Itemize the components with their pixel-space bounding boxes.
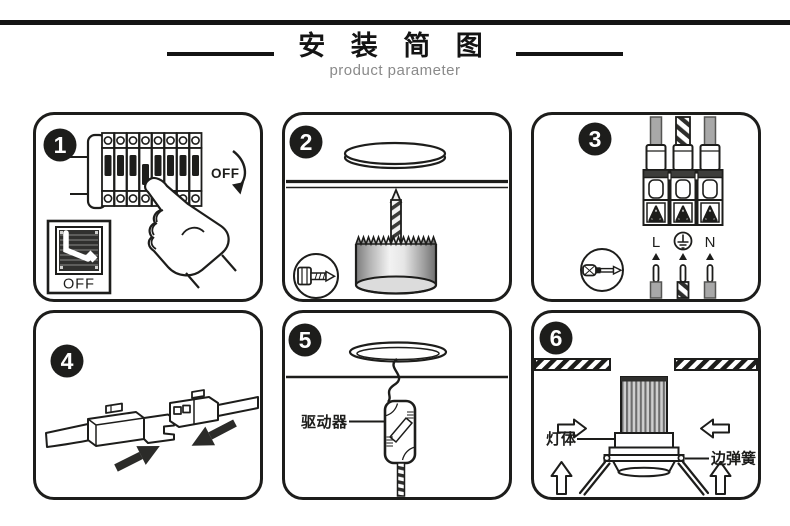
step5-illustration: 5: [286, 323, 508, 497]
lamp-body-label: 灯体: [546, 430, 577, 448]
ceiling-cutout-disc: [343, 141, 447, 170]
driver-box: [383, 399, 417, 465]
connector-plug-pair: [45, 389, 259, 448]
screwdriver-icon: [580, 248, 624, 292]
step-panel-1: 1 OFF: [33, 112, 263, 302]
downlight-heatsink: [603, 376, 685, 478]
insert-direction-arrows: [114, 419, 237, 472]
step-number-badge: 4: [50, 344, 84, 378]
spring-clips: [578, 460, 710, 496]
spring-label: 边弹簧: [710, 450, 756, 468]
switch-off-label: OFF: [63, 277, 95, 293]
title-left-dash: [167, 52, 275, 56]
breaker-off-label: OFF: [211, 166, 240, 181]
step-number-badge: 5: [288, 323, 322, 357]
circuit-breaker-row: [70, 132, 203, 210]
hanging-cable: [386, 358, 401, 403]
neutral-terminal-label: N: [705, 234, 716, 251]
top-divider-bar: [0, 20, 790, 25]
svg-text:1: 1: [54, 132, 67, 158]
earth-symbol-icon: [673, 231, 693, 251]
page-title: 安 装 简 图: [298, 31, 492, 61]
step-panel-3: 3 L: [531, 112, 761, 302]
hollow-direction-arrows: [550, 418, 732, 495]
page-subtitle: product parameter: [329, 62, 461, 79]
step-panel-4: 4: [33, 310, 263, 500]
ceiling-line: [286, 179, 508, 189]
step-number-badge: 3: [578, 122, 612, 156]
step4-illustration: 4: [45, 344, 259, 472]
banded-cable: [396, 462, 406, 497]
stripped-wires: [649, 264, 717, 299]
steps-grid: 1 OFF: [33, 112, 761, 500]
step2-illustration: 2: [286, 125, 508, 299]
hole-saw-icon: [354, 187, 438, 295]
svg-text:6: 6: [550, 325, 563, 351]
step1-illustration: 1 OFF: [43, 128, 247, 295]
driver-label: 驱动器: [301, 413, 348, 431]
header: 安 装 简 图 product parameter: [0, 31, 790, 79]
step-panel-5: 5: [282, 310, 512, 500]
pointing-hand-icon: [144, 176, 237, 289]
svg-text:4: 4: [61, 348, 74, 374]
live-terminal-label: L: [652, 234, 660, 251]
ceiling-hole-ring: [348, 341, 448, 363]
rotate-off-arrow-icon: [232, 150, 247, 195]
insert-direction-markers: [652, 253, 714, 260]
step-number-badge: 2: [289, 125, 323, 159]
hatched-ceiling-section: [534, 358, 758, 371]
title-right-dash: [515, 52, 623, 56]
step-panel-2: 2: [282, 112, 512, 302]
svg-text:2: 2: [300, 129, 313, 155]
svg-text:3: 3: [589, 126, 602, 152]
drill-bit-icon: [293, 253, 339, 299]
step3-illustration: 3 L: [578, 116, 724, 299]
rocker-switch-off-icon: OFF: [46, 219, 112, 295]
step-number-badge: 1: [43, 128, 77, 162]
step-panel-6: 6: [531, 310, 761, 500]
step-number-badge: 6: [539, 321, 573, 355]
title-row: 安 装 简 图: [0, 31, 790, 61]
wire-terminal-connectors: [642, 116, 724, 227]
svg-text:5: 5: [299, 327, 312, 353]
step6-illustration: 6: [534, 321, 758, 496]
